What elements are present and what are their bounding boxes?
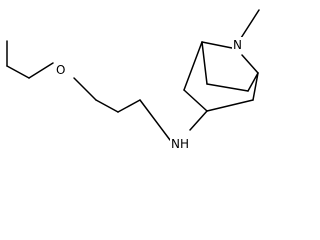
oxygen-label-bg bbox=[55, 62, 69, 77]
amine-nitrogen-atom-label: NH bbox=[171, 137, 189, 150]
bond-ring-c1-c7 bbox=[201, 41, 208, 85]
bond-ring-c6-c5 bbox=[247, 72, 259, 92]
bond-n8-methyl bbox=[240, 9, 260, 39]
molecule-structure: O NH N bbox=[6, 9, 260, 150]
bond-ring-c7-c6 bbox=[206, 83, 249, 92]
oxygen-atom-label: O bbox=[56, 63, 65, 77]
bridge-nitrogen-atom-label: N bbox=[233, 38, 242, 52]
bond-isopropyl-methyl-bottom bbox=[6, 65, 30, 79]
bond-isopropyl-to-oxygen bbox=[28, 62, 54, 79]
bond-ring-c1-n8 bbox=[201, 41, 233, 49]
amine-label-bg bbox=[170, 139, 192, 150]
bond-ring-c3-c2 bbox=[183, 89, 208, 112]
bond-ring-c2-c1 bbox=[183, 41, 203, 91]
bond-ring-c3-c4 bbox=[206, 99, 254, 112]
bond-ring-c4-c5 bbox=[252, 72, 259, 101]
bond-amine-to-ring bbox=[189, 110, 208, 131]
bond-chain-to-amine bbox=[139, 99, 171, 141]
bond-oxygen-to-chain bbox=[73, 77, 97, 101]
structure-canvas: O NH N bbox=[6, 9, 260, 150]
bond-chain-2 bbox=[117, 99, 141, 113]
bond-chain-1 bbox=[95, 99, 119, 113]
bond-ring-n8-c5 bbox=[241, 54, 259, 74]
bridge-nitrogen-label-bg bbox=[232, 37, 245, 52]
